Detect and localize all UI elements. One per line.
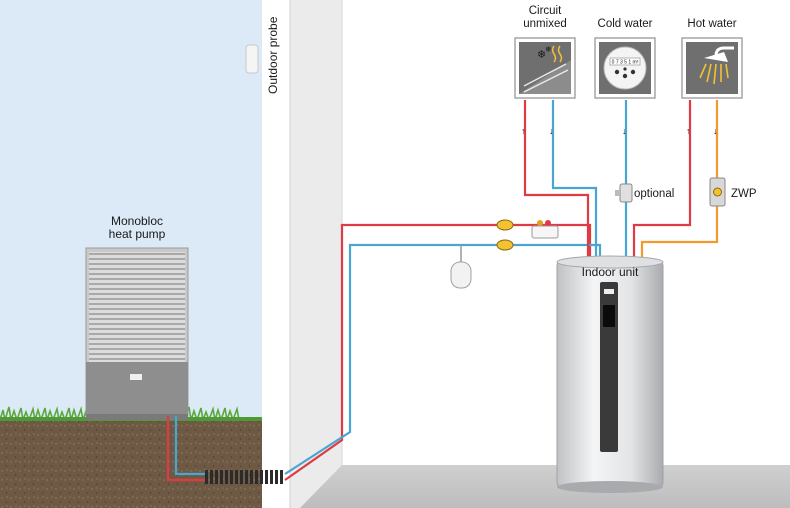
cold-water-label: Cold water [598, 18, 653, 30]
display-screen [603, 305, 615, 327]
svg-text:❄: ❄ [545, 45, 552, 54]
svg-text:↑: ↑ [686, 126, 691, 136]
soil [0, 418, 262, 508]
heat-pump-label-line2: heat pump [109, 227, 166, 241]
expansion-vessel [450, 245, 472, 289]
water-meter-icon [594, 37, 656, 99]
indoor-unit-label: Indoor unit [582, 265, 639, 279]
indoor-risers [523, 100, 719, 262]
outdoor-probe-sensor [245, 44, 259, 74]
indoor-floor [300, 465, 790, 508]
monobloc-heat-pump [85, 247, 189, 420]
zwp-pump [709, 177, 726, 207]
pipe-fittings [496, 219, 559, 251]
optional-filter [615, 183, 633, 203]
circuit-label-line1: Circuit [529, 5, 562, 17]
heat-pump-label-line1: Monobloc [111, 214, 163, 228]
outdoor-probe-label: Outdoor probe [266, 16, 280, 94]
meter-reading: 0 7 3 5 1 m³ [612, 60, 639, 66]
optional-label: optional [634, 188, 674, 200]
svg-text:↓: ↓ [713, 126, 718, 136]
svg-text:❄: ❄ [537, 49, 546, 61]
svg-text:↑: ↑ [521, 126, 526, 136]
svg-text:↓: ↓ [622, 126, 627, 136]
shower-icon [681, 37, 743, 99]
heat-pump-logo [130, 374, 142, 380]
underfloor-heating-icon: ❄ ❄ [514, 37, 576, 99]
underground-pipes [166, 223, 602, 484]
svg-text:↓: ↓ [549, 126, 554, 136]
hot-water-label: Hot water [687, 18, 736, 30]
flow-arrows: ↑ ↓ ↓ ↑ ↓ [521, 126, 718, 136]
circuit-label-line2: unmixed [523, 18, 566, 30]
zwp-label: ZWP [731, 188, 757, 200]
wall-outer-face [262, 0, 290, 508]
indoor-unit [556, 255, 664, 493]
